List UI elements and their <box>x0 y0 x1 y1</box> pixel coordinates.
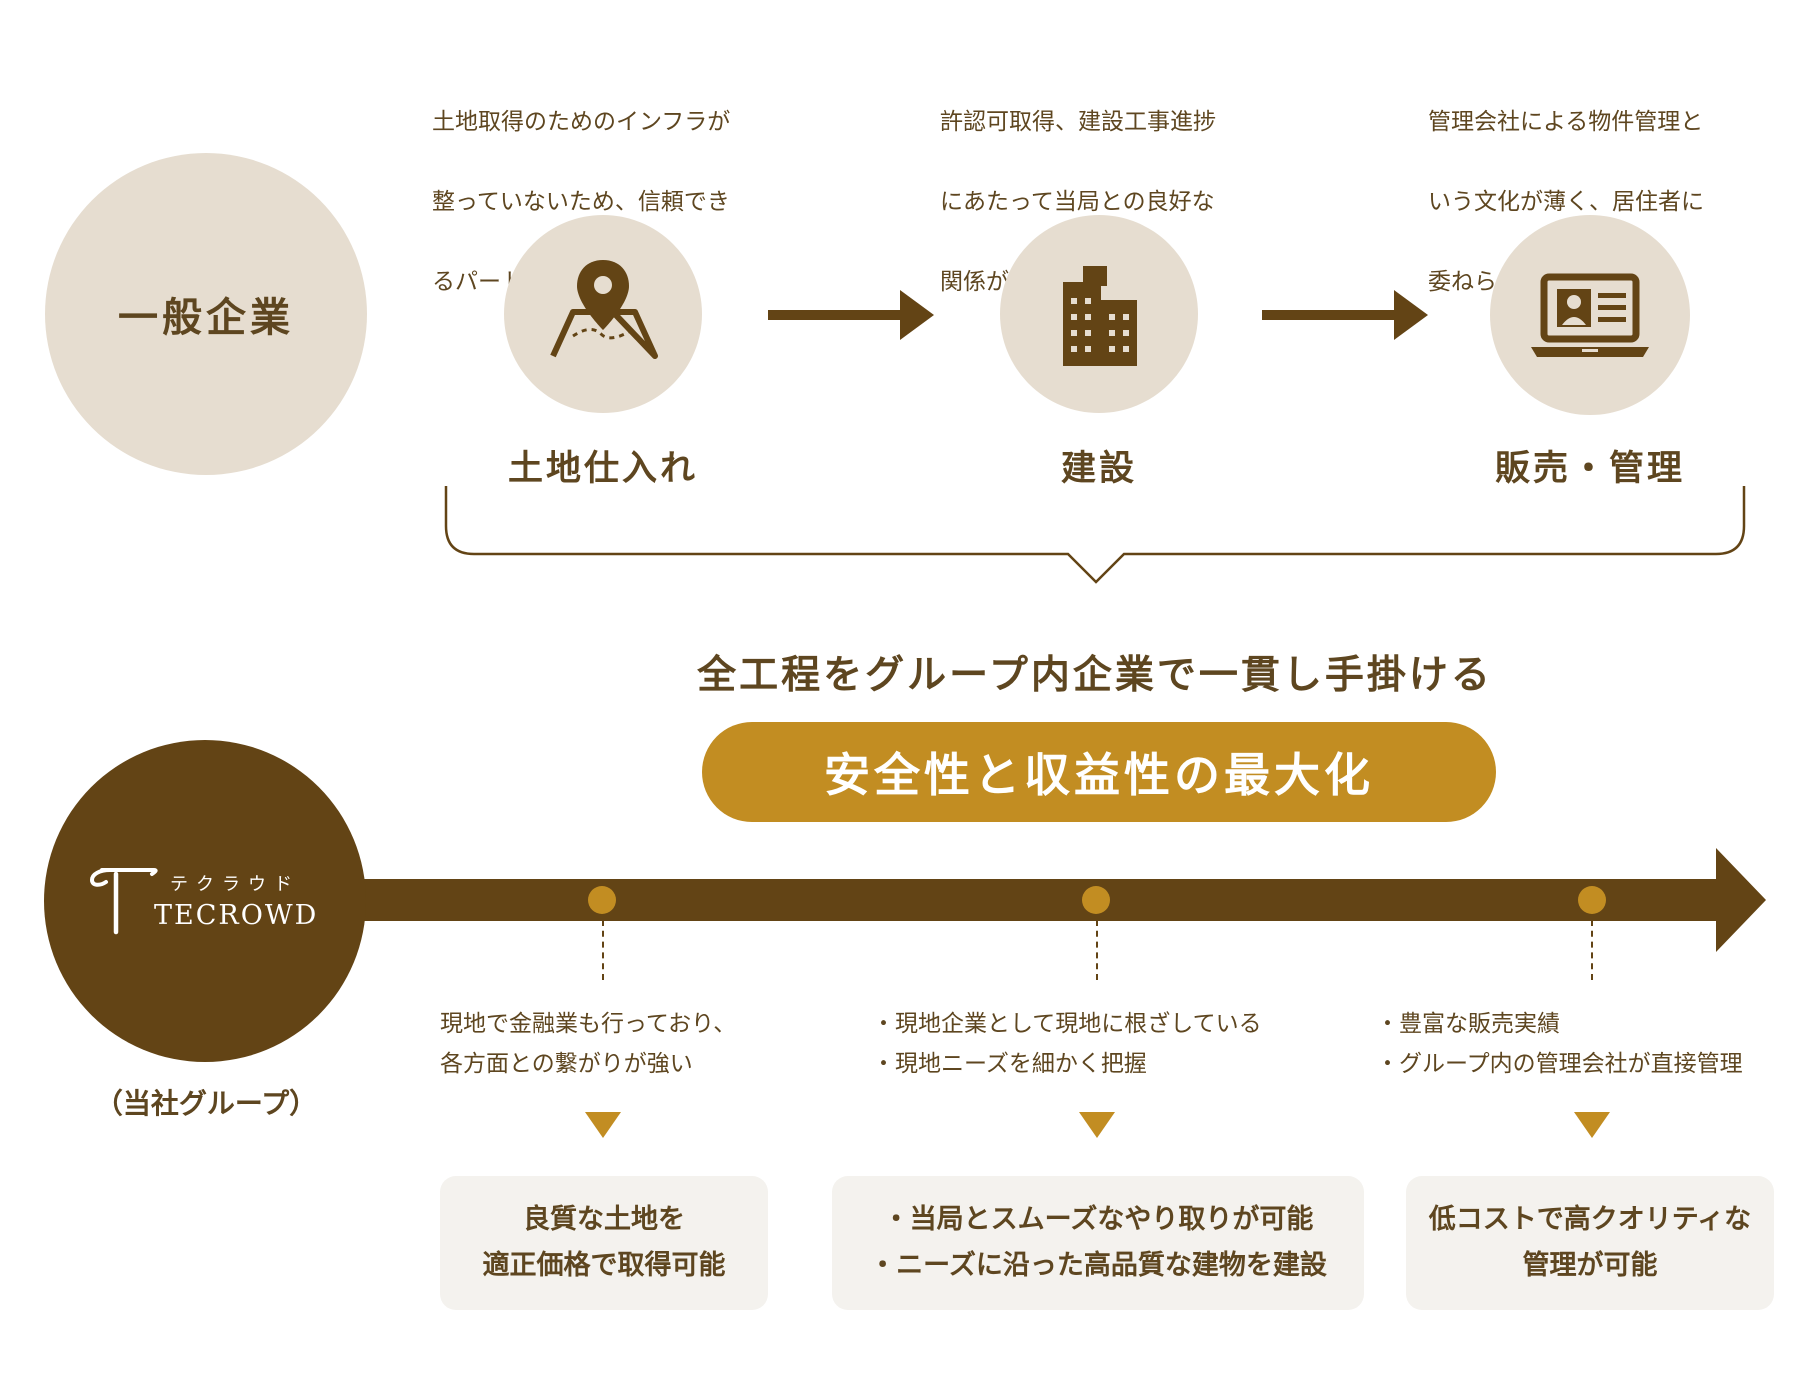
point-detail-sales-line-2: ・グループ内の管理会社が直接管理 <box>1376 1051 1743 1077</box>
integrated-process-subtitle: 全工程をグループ内企業で一貫し手掛ける <box>697 653 1493 698</box>
connector-line-3 <box>1591 920 1593 980</box>
result-construction-line-2: ・ニーズに沿った高品質な建物を建設 <box>869 1250 1327 1281</box>
map-pin-icon <box>550 260 658 359</box>
stage-label-sales: 販売・管理 <box>1494 449 1685 489</box>
timeline-arrow <box>330 848 1766 952</box>
point-detail-land-line-1: 現地で金融業も行っており、 <box>440 1011 737 1037</box>
challenge-construction-line-2: にあたって当局との良好な <box>940 189 1215 215</box>
point-detail-construction-line-1: ・現地企業として現地に根ざしている <box>872 1011 1262 1037</box>
building-icon <box>1063 266 1137 366</box>
result-sales-line-2: 管理が可能 <box>1522 1250 1658 1281</box>
stage-arrow-1 <box>768 290 934 340</box>
general-company-label: 一般企業 <box>118 295 294 341</box>
result-land-line-2: 適正価格で取得可能 <box>482 1250 726 1281</box>
stage-label-land: 土地仕入れ <box>507 449 698 489</box>
laptop-profile-icon <box>1531 273 1649 357</box>
brand-katakana: テクラウド <box>170 874 300 895</box>
challenge-sales-line-2: いう文化が薄く、居住者に <box>1428 189 1704 215</box>
brand-name: TECROWD <box>154 900 319 931</box>
result-sales-line-1: 低コストで高クオリティな <box>1428 1204 1752 1235</box>
down-triangle-icon <box>1574 1112 1610 1138</box>
point-detail-sales-line-1: ・豊富な販売実績 <box>1376 1011 1560 1037</box>
down-triangle-icon <box>1079 1112 1115 1138</box>
result-card-land: 良質な土地を 適正価格で取得可能 <box>440 1176 768 1310</box>
challenge-construction-line-1: 許認可取得、建設工事進捗 <box>940 109 1216 135</box>
stage-arrow-2 <box>1262 290 1428 340</box>
challenge-land-line-1: 土地取得のためのインフラが <box>432 109 731 135</box>
down-triangle-icon <box>585 1112 621 1138</box>
stage-circle-land <box>504 215 702 413</box>
result-construction-line-1: ・当局とスムーズなやり取りが可能 <box>882 1204 1314 1235</box>
challenge-sales-line-1: 管理会社による物件管理と <box>1428 109 1704 135</box>
result-card-construction: ・当局とスムーズなやり取りが可能 ・ニーズに沿った高品質な建物を建設 <box>832 1176 1364 1310</box>
result-land-line-1: 良質な土地を <box>523 1204 685 1235</box>
stage-label-construction: 建設 <box>1060 449 1137 489</box>
connector-line-2 <box>1096 920 1098 980</box>
safety-profit-pill: 安全性と収益性の最大化 <box>702 722 1496 822</box>
general-company-circle: 一般企業 <box>45 153 367 475</box>
tecrowd-sprout-logo-icon <box>89 868 158 935</box>
point-detail-land-line-2: 各方面との繋がりが強い <box>440 1051 693 1077</box>
tecrowd-circle: テクラウド TECROWD <box>44 740 366 1062</box>
grouping-bracket <box>444 486 1746 584</box>
point-detail-sales: ・豊富な販売実績 ・グループ内の管理会社が直接管理 <box>1376 1004 1743 1084</box>
stage-circle-construction <box>1000 215 1198 413</box>
group-label: （当社グループ） <box>94 1087 318 1120</box>
stage-circle-sales <box>1490 215 1690 415</box>
connector-line-1 <box>602 920 604 980</box>
point-detail-construction-line-2: ・現地ニーズを細かく把握 <box>872 1051 1147 1077</box>
result-card-sales: 低コストで高クオリティな 管理が可能 <box>1406 1176 1774 1310</box>
point-detail-land: 現地で金融業も行っており、 各方面との繋がりが強い <box>440 1004 736 1084</box>
point-detail-construction: ・現地企業として現地に根ざしている ・現地ニーズを細かく把握 <box>872 1004 1262 1084</box>
challenge-land-line-2: 整っていないため、信頼でき <box>432 189 730 215</box>
